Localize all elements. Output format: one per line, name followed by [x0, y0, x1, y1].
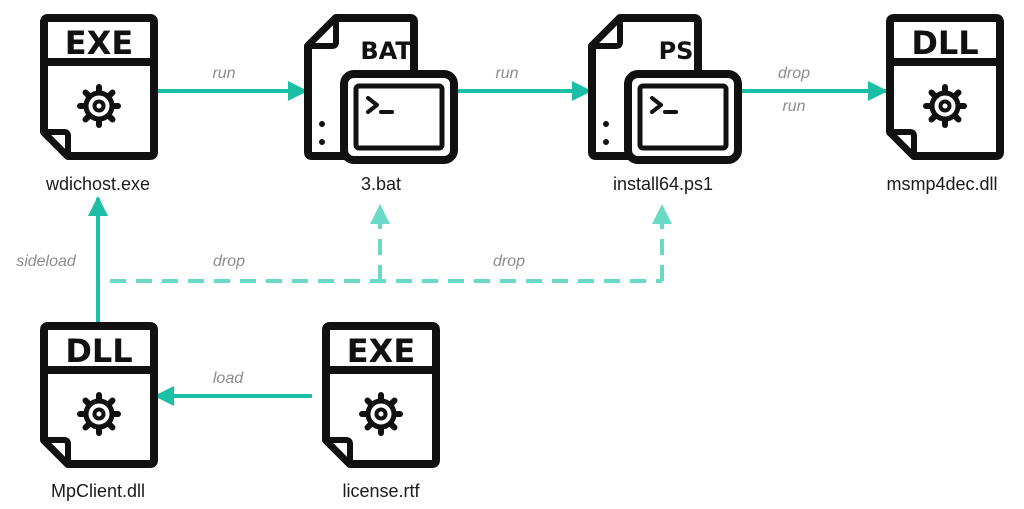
edge-label-run-2: run — [495, 65, 518, 82]
terminal-icon — [624, 70, 742, 164]
edge-label-drop-bat: drop — [213, 253, 245, 270]
terminal-icon — [340, 70, 458, 164]
dll-file-icon — [886, 14, 1004, 160]
node-3-bat: BAT 3.bat — [304, 14, 458, 194]
edge-label-drop-dll: drop — [778, 65, 810, 82]
bat-badge: BAT — [360, 37, 412, 65]
node-label-license: license.rtf — [342, 481, 420, 501]
dll-badge: DLL — [911, 24, 978, 62]
exe-badge: EXE — [65, 24, 133, 62]
exe-file-icon — [322, 322, 440, 468]
node-label-msmp: msmp4dec.dll — [886, 174, 997, 194]
node-label-mpclient: MpClient.dll — [51, 481, 145, 501]
edge-label-run-dll: run — [782, 98, 805, 115]
edge-drop-dashed — [110, 204, 672, 283]
node-label-ps: install64.ps1 — [613, 174, 713, 194]
dll-badge: DLL — [65, 332, 132, 370]
edge-label-drop-ps: drop — [493, 253, 525, 270]
node-mpclient-dll: DLL MpClient.dll — [40, 322, 158, 501]
node-license-rtf: EXE license.rtf — [322, 322, 440, 501]
edge-label-sideload: sideload — [16, 253, 77, 270]
exe-file-icon — [40, 14, 158, 160]
dll-file-icon — [40, 322, 158, 468]
edge-label-run-1: run — [212, 65, 235, 82]
node-msmp4dec-dll: DLL msmp4dec.dll — [886, 14, 1004, 194]
exe-badge: EXE — [347, 332, 415, 370]
edge-label-load: load — [213, 370, 244, 387]
node-wdichost-exe: EXE wdichost.exe — [40, 14, 158, 194]
node-label-wdichost: wdichost.exe — [45, 174, 150, 194]
ps-badge: PS — [659, 37, 694, 65]
node-label-bat: 3.bat — [361, 174, 401, 194]
node-install64-ps1: PS install64.ps1 — [588, 14, 742, 194]
